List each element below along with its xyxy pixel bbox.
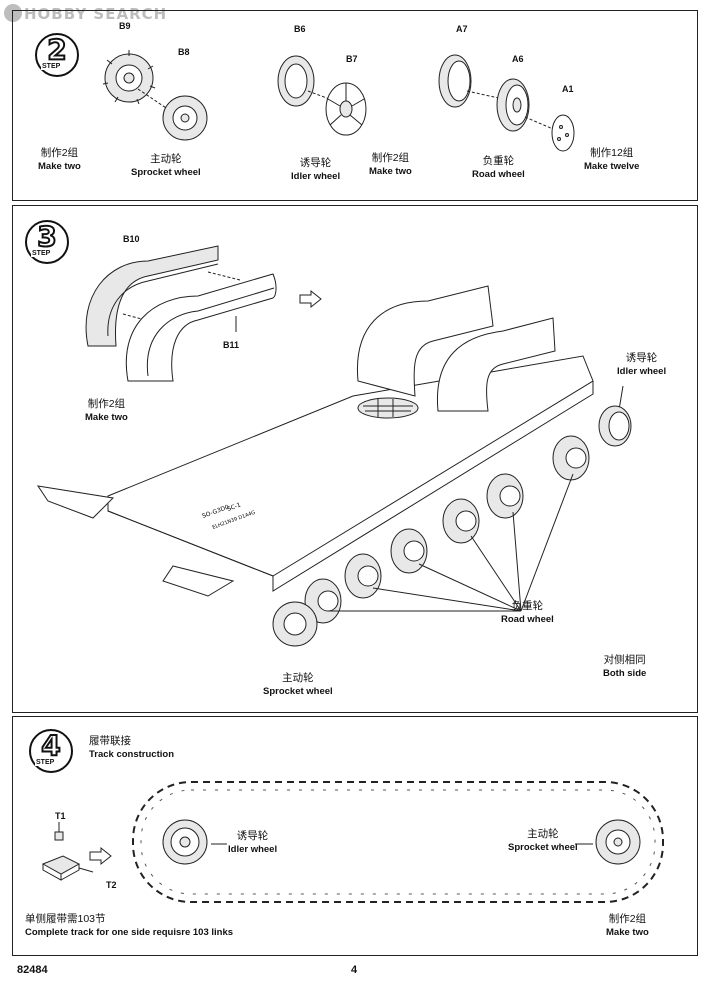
part-t1: T1 [55, 811, 66, 821]
part-b6: B6 [294, 24, 306, 34]
sprocket-track-icon [595, 819, 641, 865]
fender-b10-icon [85, 245, 219, 347]
step3-arrow-icon [299, 289, 322, 309]
step2-idler-illustration [277, 55, 367, 136]
step4-word: STEP [35, 759, 56, 766]
watermark-text: HOBBY SEARCH [24, 5, 168, 23]
idler-wheel-assembled-icon [598, 405, 632, 447]
fender-b11-icon [125, 273, 277, 382]
step3-fender-illustration [85, 245, 277, 382]
fender-assembled-icon [356, 285, 556, 412]
step2-word: STEP [41, 63, 62, 70]
step2-panel: 2 STEP B9 B8 [12, 10, 698, 201]
sprocket-b9-icon [102, 50, 156, 105]
engine-grille-icon [357, 397, 419, 419]
part-b10: B10 [123, 234, 140, 244]
step3-word: STEP [31, 250, 52, 257]
part-t2: T2 [106, 880, 117, 890]
hobbysearch-logo-icon [4, 4, 22, 22]
footer-code: 82484 [17, 964, 48, 976]
step2-number: 2 [46, 32, 67, 67]
part-b11: B11 [223, 340, 240, 350]
track-pin-t1-icon [54, 822, 64, 841]
roadwheel-a7-icon [438, 54, 472, 108]
hubcap-a1-icon [551, 114, 575, 152]
step2-badge: 2 STEP [35, 32, 79, 77]
part-a1: A1 [562, 84, 574, 94]
part-b8: B8 [178, 47, 190, 57]
watermark: HOBBY SEARCH [4, 4, 167, 23]
part-b7: B7 [346, 54, 358, 64]
idler-b6-icon [277, 55, 315, 107]
step2-roadwheel-illustration [438, 54, 575, 152]
step2-sprocket-illustration [102, 50, 208, 141]
part-b9: B9 [119, 21, 131, 31]
track-link-illustration [41, 822, 94, 881]
track-loop-illustration [132, 781, 664, 903]
roadwheel-a6-icon [496, 78, 530, 132]
sprocket-assembled-icon [272, 601, 318, 647]
step4-badge: 4 STEP [29, 728, 73, 773]
step3-number: 3 [36, 219, 57, 254]
part-a7: A7 [456, 24, 468, 34]
leader-lines [295, 385, 624, 646]
sprocket-b8-icon [162, 95, 208, 141]
step3-badge: 3 STEP [25, 219, 69, 264]
track-link-t2-icon [41, 855, 94, 881]
footer-page-number: 4 [351, 964, 358, 976]
step4-number: 4 [40, 728, 61, 763]
idler-wheel-track-icon [162, 819, 208, 865]
step3-hull-illustration: SC-1 SO-G3D0 ELH21N39 D1A4G [36, 285, 632, 647]
part-a6: A6 [512, 54, 524, 64]
hull-marking-1: SC-1 [226, 501, 242, 512]
idler-b7-icon [325, 82, 367, 136]
step4-arrow-icon [89, 846, 112, 866]
